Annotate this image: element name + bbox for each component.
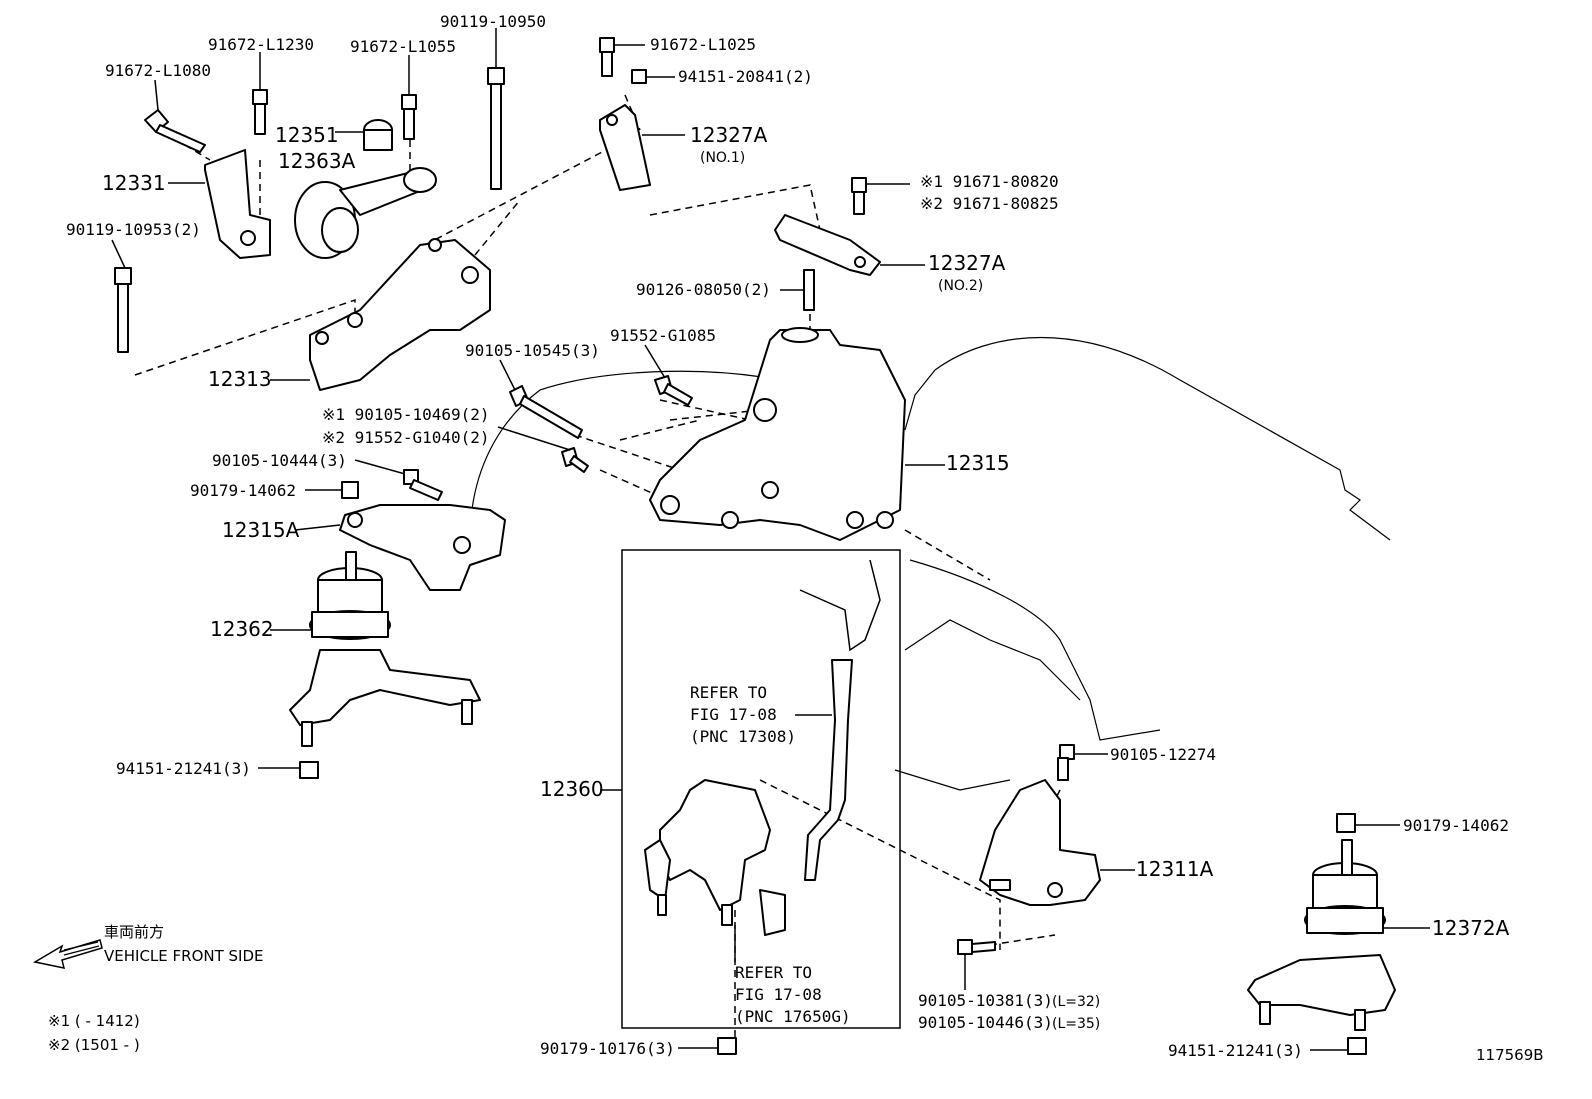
bolt-91552-G1085 [654,375,693,406]
label-12360: 12360 [540,777,604,801]
bracket-12311A [979,779,1101,906]
bolt-91671-80820 [851,177,867,215]
label-12315A: 12315A [222,518,300,542]
bolt-90105-10545 [509,385,583,439]
bracket-12327A-no1 [599,104,651,191]
rod-12363A [294,167,437,259]
leader-lines [111,28,1430,1051]
label-12363A: 12363A [278,149,356,173]
label-12331: 12331 [102,171,166,195]
front-label-en: VEHICLE FRONT SIDE [104,947,264,965]
label-90105-12274: 90105-12274 [1110,745,1216,764]
label-refer1-line3: (PNC 17308) [690,727,796,746]
label-12313: 12313 [208,367,272,391]
footnotes: ※1 ( - 1412) ※2 (1501 - ) [48,1012,140,1054]
label-refer1-line1: REFER TO [690,683,767,702]
alignment-lines [134,94,1061,1040]
nut-94151-20841 [631,69,647,84]
label-refer1-line2: FIG 17-08 [690,705,777,724]
mount-12360 [621,549,901,1029]
label-12311A: 12311A [1136,857,1214,881]
label-90105-10545: 90105-10545(3) [465,341,600,360]
label-91672-L1230: 91672-L1230 [208,35,314,54]
label-12372A: 12372A [1432,916,1510,940]
label-90105-10469: ※1 90105-10469(2) [322,405,490,424]
bolt-90105-12274 [1057,744,1075,781]
label-94151-21241-b: 94151-21241(3) [1168,1041,1303,1060]
stud-90126-08050 [803,269,815,311]
label-90105-10446-note: (L=35) [1052,1016,1100,1032]
bolt-90119-10953 [114,267,132,353]
label-94151-20841: 94151-20841(2) [678,67,813,86]
bolt-91672-L1080 [144,109,206,153]
bolt-90105-10469 [561,447,589,473]
nut-94151-21241-a [299,761,319,779]
label-12327A-no2-note: (NO.2) [938,278,983,294]
label-90105-10444: 90105-10444(3) [212,451,347,470]
diagram-id: 117569B [1476,1046,1544,1064]
label-refer2-line3: (PNC 17650G) [735,1007,851,1026]
nut-94151-21241-b [1347,1037,1367,1055]
label-12362: 12362 [210,617,274,641]
label-90105-10381: 90105-10381(3) [918,991,1053,1010]
bracket-12315 [649,327,906,541]
label-90105-10446: 90105-10446(3) [918,1013,1053,1032]
label-12315: 12315 [946,451,1010,475]
label-12351: 12351 [275,123,339,147]
bracket-12313 [309,238,491,391]
bolt-91672-L1025 [599,37,615,77]
insulator-12362 [289,551,481,747]
label-refer2-line2: FIG 17-08 [735,985,822,1004]
label-90119-10953: 90119-10953(2) [66,220,201,239]
insulator-12372A [1247,839,1396,1031]
vehicle-front-indicator: 車両前方 VEHICLE FRONT SIDE [32,923,264,969]
bracket-12331 [204,149,271,259]
footnote-2: ※2 (1501 - ) [48,1036,140,1054]
label-91552-G1085: 91552-G1085 [610,326,716,345]
label-91672-L1055: 91672-L1055 [350,37,456,56]
label-12327A-no1: 12327A [690,123,768,147]
nut-90179-14062-a [341,481,359,499]
label-90179-14062-a: 90179-14062 [190,481,296,500]
label-12327A-no2: 12327A [928,251,1006,275]
nut-90179-10176 [717,1037,737,1055]
label-90105-10381-note: (L=32) [1052,994,1100,1010]
label-90179-14062-b: 90179-14062 [1403,816,1509,835]
label-94151-21241-a: 94151-21241(3) [116,759,251,778]
bracket-12327A-no2 [774,214,881,276]
part-labels: 91672-L1080 91672-L1230 91672-L1055 9011… [66,12,1510,1060]
front-label-jp: 車両前方 [104,923,164,941]
bolt-91672-L1230 [252,89,268,135]
bracket-12315A [339,504,506,591]
label-90119-10950: 90119-10950 [440,12,546,31]
label-90126-08050: 90126-08050(2) [636,280,771,299]
label-91672-L1025: 91672-L1025 [650,35,756,54]
bolt-90105-10444 [403,469,443,501]
footnote-1: ※1 ( - 1412) [48,1012,140,1030]
label-91672-L1080: 91672-L1080 [105,61,211,80]
bolt-90105-10381 [957,939,996,955]
label-91671-80820: ※1 91671-80820 [920,172,1059,191]
label-refer2-line1: REFER TO [735,963,812,982]
bolt-90119-10950 [487,67,505,190]
bolt-91672-L1055 [401,94,417,140]
nut-90179-14062-b [1336,813,1356,833]
label-12327A-no1-note: (NO.1) [700,150,745,166]
stopper-12351 [363,119,393,151]
label-90179-10176: 90179-10176(3) [540,1039,675,1058]
engine-outline [469,337,1391,791]
label-91552-G1040: ※2 91552-G1040(2) [322,428,490,447]
label-91671-80825: ※2 91671-80825 [920,194,1059,213]
